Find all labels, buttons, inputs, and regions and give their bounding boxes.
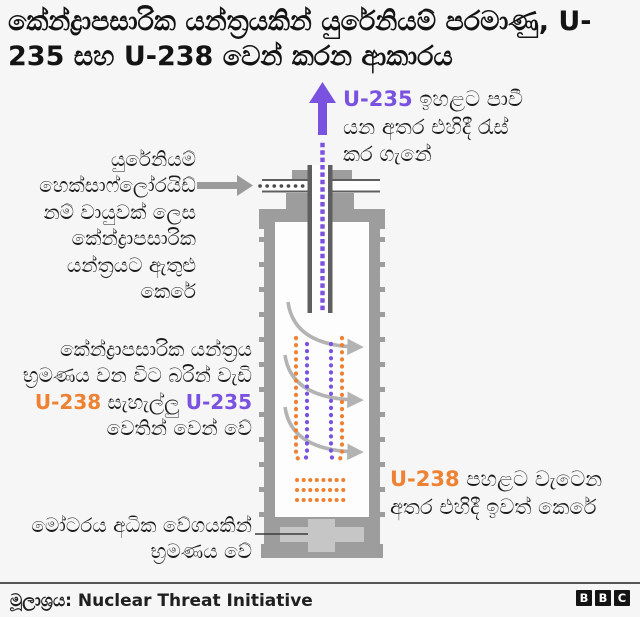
source-credit: මූලාශ්‍රය: Nuclear Threat Initiative xyxy=(10,591,313,611)
annotation-u238-text: පහළට වැටෙන අතර එහිදී ඉවත් කෙරේ xyxy=(390,467,603,519)
bbc-logo-block-c: C xyxy=(614,590,630,606)
u235-label: U-235 xyxy=(343,87,413,111)
annotation-u235-text: ඉහළට පාවී යන අතර එහිදී රැස් කර ගැනේ xyxy=(343,87,523,167)
footer-divider xyxy=(0,582,640,584)
annotation-u235-collect: U-235 ඉහළට පාවී යන අතර එහිදී රැස් කර ගැන… xyxy=(343,86,539,169)
page-title: කේන්ද්‍රාපසාරික යන්ත්‍රයකින් යුරේනියම් ප… xyxy=(8,6,592,73)
annotation-spin-part3: වෙතින් වෙන් වේ xyxy=(106,416,252,441)
u238-sediment-dots xyxy=(295,478,349,502)
u235-label: U-235 xyxy=(185,389,252,414)
bbc-logo-block-b2: B xyxy=(595,590,611,606)
isotope-circulation-loops xyxy=(293,335,345,462)
u238-label: U-238 xyxy=(34,389,102,414)
source-value: Nuclear Threat Initiative xyxy=(77,591,313,611)
annotation-spin-separation: කේන්ද්‍රාපසාරික යන්ත්‍රය භ්‍රමණය වන විට … xyxy=(8,336,252,442)
bbc-logo: B B C xyxy=(576,590,630,606)
annotation-spin-part1: කේන්ද්‍රාපසාරික යන්ත්‍රය භ්‍රමණය වන විට … xyxy=(22,337,252,388)
bbc-logo-block-b1: B xyxy=(576,590,592,606)
gas-inlet-arrow-icon xyxy=(197,175,253,196)
u238-label: U-238 xyxy=(390,467,460,491)
annotation-u238-removed: U-238 පහළට වැටෙන අතර එහිදී ඉවත් කෙරේ xyxy=(390,466,632,521)
motor xyxy=(280,519,364,552)
annotation-gas-feed: යුරේනියම් හෙක්සාෆ්ලෝරයිඩ් නම් වායුවක් ලෙ… xyxy=(8,146,196,304)
annotation-spin-part2: සැහැල්ලු xyxy=(101,389,186,414)
annotation-gas-feed-text: යුරේනියම් හෙක්සාෆ්ලෝරයිඩ් නම් වායුවක් ලෙ… xyxy=(39,147,196,303)
annotation-motor: මෝටරය අධික වේගයකින් භ්‍රමණය වේ xyxy=(8,512,252,565)
source-label: මූලාශ්‍රය: xyxy=(10,591,72,611)
annotation-motor-text: මෝටරය අධික වේගයකින් භ්‍රමණය වේ xyxy=(31,513,252,564)
u235-up-arrow-icon xyxy=(309,82,336,135)
center-tube xyxy=(307,165,333,313)
